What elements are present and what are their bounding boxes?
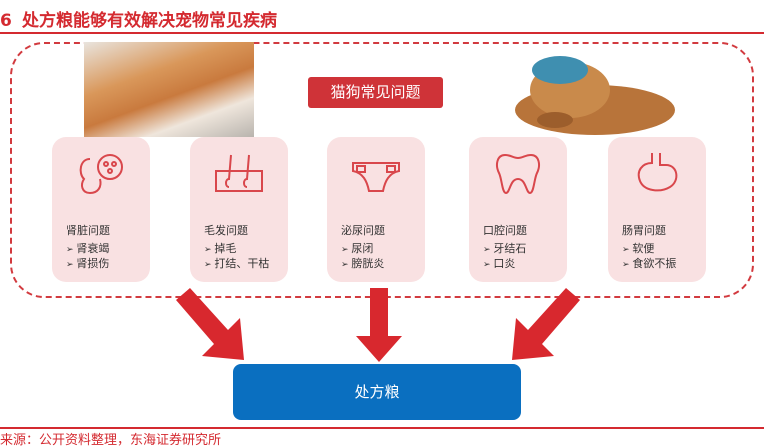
card-item: 肾损伤: [66, 257, 109, 272]
card-urinary: 泌尿问题 尿闭膀胱炎: [327, 137, 425, 282]
title-divider: [0, 32, 764, 34]
figure-title-text: 处方粮能够有效解决宠物常见疾病: [22, 11, 277, 31]
card-item: 膀胱炎: [341, 257, 384, 272]
stomach-icon: [637, 153, 678, 192]
arrow-left: [176, 288, 244, 360]
prescription-food-box: 处方粮: [233, 364, 521, 420]
card-hair: 毛发问题 掉毛打结、干枯: [190, 137, 288, 282]
source-note: 来源：公开资料整理，东海证券研究所: [0, 433, 222, 448]
tooth-icon: [496, 153, 540, 195]
arrow-middle: [356, 288, 402, 362]
card-item: 食欲不振: [622, 257, 676, 272]
dog-photo: [500, 50, 680, 137]
figure-number: 6: [0, 11, 12, 31]
card-kidney: 肾脏问题 肾衰竭肾损伤: [52, 137, 150, 282]
card-title: 肠胃问题: [622, 224, 666, 237]
kidney-icon: [79, 154, 123, 195]
card-title: 肾脏问题: [66, 224, 110, 237]
card-title: 毛发问题: [204, 224, 248, 237]
figure-title: 6 处方粮能够有效解决宠物常见疾病: [0, 6, 277, 31]
card-item: 软便: [622, 242, 676, 257]
card-item: 牙结石: [483, 242, 526, 257]
center-label: 猫狗常见问题: [308, 77, 443, 108]
card-title: 口腔问题: [483, 224, 527, 237]
card-item: 掉毛: [204, 242, 269, 257]
card-oral: 口腔问题 牙结石口炎: [469, 137, 567, 282]
card-item: 口炎: [483, 257, 526, 272]
card-title: 泌尿问题: [341, 224, 385, 237]
card-gastro: 肠胃问题 软便食欲不振: [608, 137, 706, 282]
card-item: 尿闭: [341, 242, 384, 257]
diaper-icon: [352, 162, 400, 192]
cat-photo: [84, 42, 254, 137]
card-item: 肾衰竭: [66, 242, 109, 257]
card-item: 打结、干枯: [204, 257, 269, 272]
hair-follicle-icon: [215, 154, 263, 192]
footer-divider: [0, 427, 764, 429]
arrow-right: [512, 288, 580, 360]
